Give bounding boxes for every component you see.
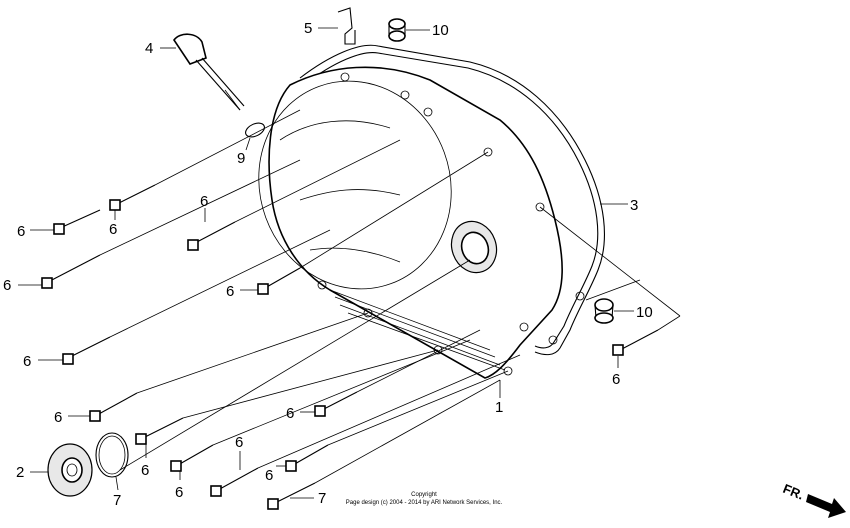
front-arrow-icon — [806, 494, 846, 518]
callout-4: 4 — [145, 40, 153, 57]
callout-10-top: 10 — [432, 22, 449, 39]
oil-dipstick — [173, 33, 245, 111]
o-ring-9 — [245, 122, 265, 138]
callouts: 4 5 10 9 3 10 1 2 7 6 7 6 6 6 6 6 6 — [3, 20, 653, 509]
callout-6e: 6 — [23, 353, 31, 370]
callout-6j: 6 — [235, 434, 243, 451]
cover-dome — [258, 80, 452, 290]
crankcase-cover — [268, 66, 563, 379]
gasket — [299, 44, 605, 356]
front-direction-indicator: FR. — [781, 481, 846, 518]
flange-holes — [317, 72, 585, 376]
callout-7-left: 6 — [17, 223, 25, 240]
callout-6g: 6 — [141, 462, 149, 479]
callout-1: 1 — [495, 399, 503, 416]
callout-7-bottom: 7 — [318, 490, 326, 507]
callout-6l: 6 — [612, 371, 620, 388]
dowel-pin-top — [388, 18, 406, 42]
callout-3: 3 — [630, 197, 638, 214]
leader-lines — [99, 109, 681, 484]
bolts — [41, 184, 659, 510]
callout-6k: 6 — [265, 467, 273, 484]
callout-6i: 6 — [175, 484, 183, 501]
callout-6b: 6 — [200, 193, 208, 210]
callout-9: 9 — [237, 150, 245, 167]
copyright-line-1: Copyright — [411, 492, 437, 498]
cap — [47, 443, 93, 497]
callout-8: 7 — [113, 492, 121, 509]
dowel-pin-right — [594, 298, 614, 324]
callout-6a: 6 — [109, 221, 117, 238]
front-label: FR. — [781, 481, 806, 503]
copyright-line-2: Page design (c) 2004 - 2014 by ARI Netwo… — [346, 500, 503, 506]
callout-2: 2 — [16, 464, 24, 481]
callout-5: 5 — [304, 20, 312, 37]
callout-6d: 6 — [226, 283, 234, 300]
callout-6h: 6 — [286, 405, 294, 422]
clamp — [337, 7, 356, 45]
o-ring-8 — [95, 432, 129, 478]
callout-6f: 6 — [54, 409, 62, 426]
callout-10-right: 10 — [636, 304, 653, 321]
callout-6c: 6 — [3, 277, 11, 294]
